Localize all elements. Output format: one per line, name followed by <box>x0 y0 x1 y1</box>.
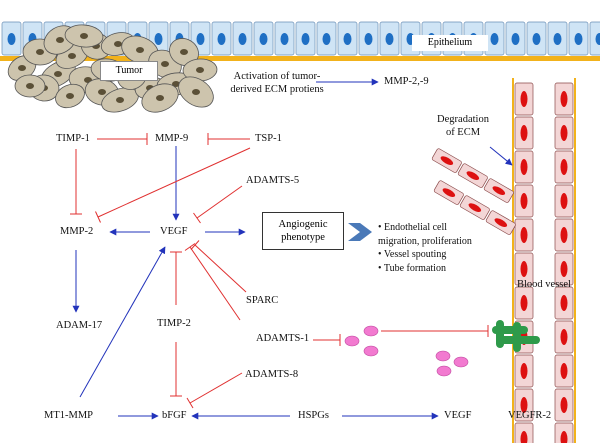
activation-text-line2: derived ECM protiens <box>230 84 323 97</box>
mmp2-label: MMP-2 <box>60 226 93 239</box>
epithelium-label: Epithelium <box>412 35 488 51</box>
adamts5-label: ADAMTS-5 <box>246 175 299 188</box>
angiogenic-phenotype-box: Angiogenic phenotype <box>262 212 344 250</box>
activation-text-line1: Activation of tumor- <box>234 71 321 84</box>
hspgs-label: HSPGs <box>298 410 329 423</box>
degradation-text-line1: Degradation <box>437 114 489 127</box>
tumor-label: Tumor <box>100 61 158 81</box>
angiogenic-text-line2: phenotype <box>263 231 343 244</box>
blood-vessel-label: Blood vessel <box>517 279 571 292</box>
vegf-label: VEGF <box>160 226 187 239</box>
bfgf-label: bFGF <box>162 410 187 423</box>
vegf-bottom-label: VEGF <box>444 410 471 423</box>
degradation-text-line2: of ECM <box>446 127 480 140</box>
list-item: migration, proliferation <box>378 235 472 249</box>
angiogenic-effects-list: • Endothelial cell migration, proliferat… <box>378 221 472 275</box>
vesicles <box>345 326 468 376</box>
adamts1-label: ADAMTS-1 <box>256 333 309 346</box>
adam17-label: ADAM-17 <box>56 320 102 333</box>
timp1-label: TIMP-1 <box>56 133 90 146</box>
tsp1-label: TSP-1 <box>255 133 282 146</box>
vegfr2-label: VEGFR-2 <box>508 410 551 423</box>
list-item: • Endothelial cell <box>378 221 472 235</box>
adamts8-label: ADAMTS-8 <box>245 369 298 382</box>
sparc-label: SPARC <box>246 295 278 308</box>
list-item: • Vessel spouting <box>378 248 472 262</box>
chevron-arrow-icon <box>348 223 372 241</box>
mt1mmp-label: MT1-MMP <box>44 410 93 423</box>
mmp9-label: MMP-9 <box>155 133 188 146</box>
mmp29-label: MMP-2,-9 <box>384 76 429 89</box>
list-item: • Tube formation <box>378 262 472 276</box>
timp2-label: TIMP-2 <box>157 318 191 331</box>
angiogenic-text-line1: Angiogenic <box>263 218 343 231</box>
